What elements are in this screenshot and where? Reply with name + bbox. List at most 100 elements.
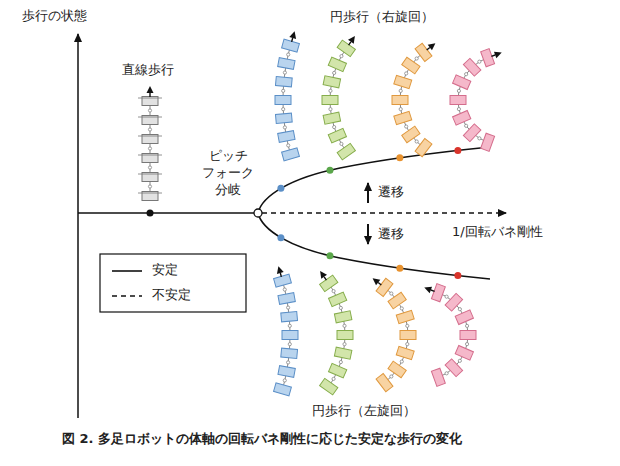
transition-label: 遷移 [378,184,404,201]
heading-arrowhead [277,266,284,274]
body-segment [396,310,414,323]
upper-branch [258,147,490,213]
joint [283,126,286,129]
heading-line [292,38,293,42]
body-segment [455,346,473,361]
joint [283,71,286,74]
state-dot [277,234,284,241]
body-segment [275,113,292,123]
heading-arrowhead [494,52,502,59]
body-segment [322,96,338,105]
joint [282,89,285,92]
body-segment [450,96,466,105]
body-segment [445,293,463,311]
joint [148,185,151,188]
body-segment [329,292,347,307]
body-segment [328,57,346,72]
transition-arrow [367,224,369,244]
body-segment [392,96,408,105]
body-segment [400,331,416,340]
body-segment [463,124,481,142]
state-dot [396,154,403,161]
body-segment [282,331,298,340]
vertical-axis [77,34,79,418]
joint [457,89,460,92]
joint [332,290,335,293]
state-dot [147,210,154,217]
body-segment [278,58,295,70]
state-label: 円歩行（右旋回） [330,9,434,26]
heading-line [431,290,435,291]
body-segment [463,58,481,76]
body-segment [278,131,295,143]
body-segment [320,378,338,395]
joint [339,360,342,363]
legend-sample-solid [112,270,142,272]
joint [400,307,403,310]
stable-line [78,212,254,214]
state-label: 直線歩行 [122,62,174,79]
heading-arrowhead [320,271,327,279]
joint [333,125,336,128]
joint [390,292,393,295]
legend-sample-dashed [112,295,142,297]
body-segment [274,274,292,287]
bifurcation-point [254,209,262,217]
joint [287,306,290,309]
body-segment [453,75,471,90]
joint [287,361,290,364]
joint [458,359,461,362]
heading-line [149,93,150,97]
body-segment [394,111,412,124]
state-dot [396,265,403,272]
joint [406,324,409,327]
body-segment [394,75,412,88]
body-segment [481,49,495,67]
heading-arrowhead [373,278,381,285]
body-segment [275,96,291,105]
joint [343,324,346,327]
joint [288,324,291,327]
state-dot [454,272,461,279]
leg [138,193,162,194]
joint [287,53,290,56]
joint [465,324,468,327]
body-segment [388,292,406,309]
joint [465,124,468,127]
heading-line [427,48,430,50]
joint [329,89,332,92]
robots [138,31,502,396]
body-segment [455,310,473,325]
leg [138,136,162,137]
joint [465,343,468,346]
joint [406,343,409,346]
axis-label: 歩行の状態 [22,8,87,25]
leg [138,117,162,118]
body-segment [415,139,432,157]
joint [445,372,448,375]
body-segment [323,112,340,124]
leg [138,174,162,175]
joint [399,108,402,111]
body-segment [337,143,355,160]
joint [332,377,335,380]
figure-caption: 図 2. 多足ロボットの体軸の回転バネ剛性に応じた安定な歩行の変化 [62,431,462,448]
transition-arrow [367,183,369,203]
joint [400,360,403,363]
body-segment [334,311,351,323]
heading-line [280,273,281,277]
body-segment [460,331,476,340]
joint [148,128,151,131]
heading-line [324,277,326,280]
body-segment [431,368,445,386]
state-label: 円歩行（左旋回） [312,403,416,420]
bifurcation-label: ピッチ フォーク 分岐 [198,148,258,199]
joint [415,57,418,60]
joint [340,142,343,145]
state-dot [277,185,284,192]
body-segment [282,148,300,161]
joint [287,144,290,147]
joint [405,125,408,128]
leg [138,155,162,156]
body-segment [453,111,471,126]
